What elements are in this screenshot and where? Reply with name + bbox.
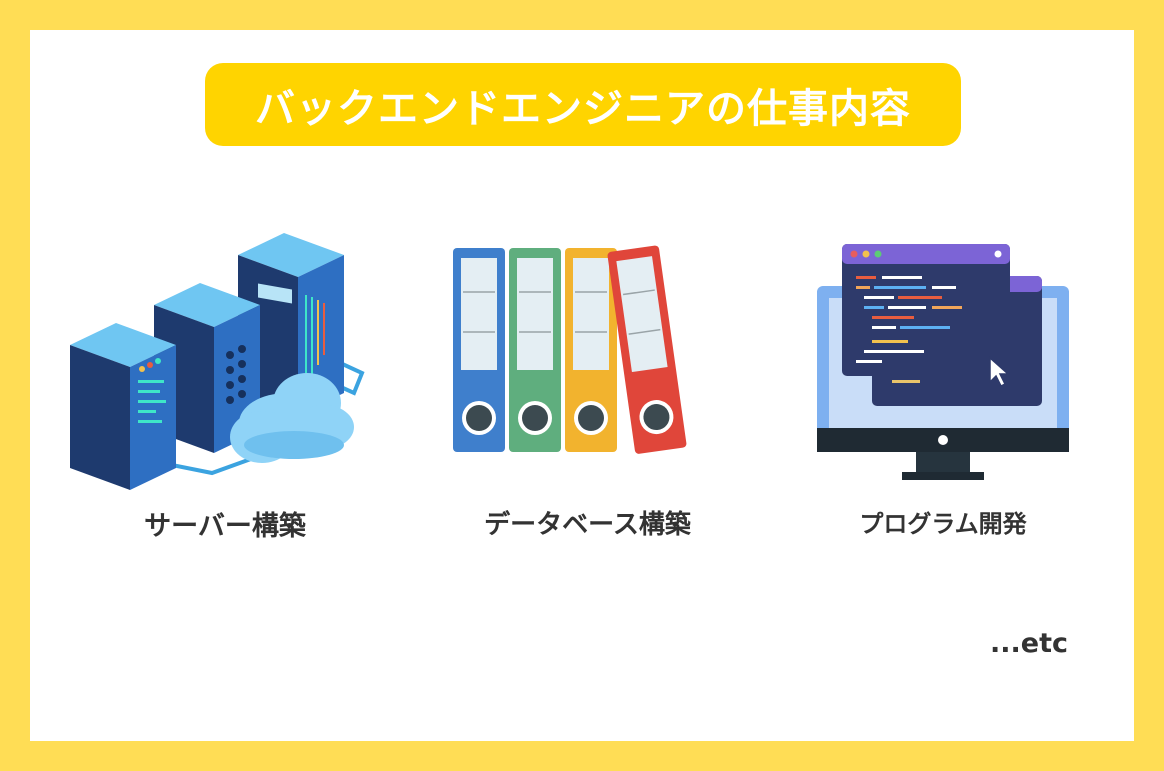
caption-program-development: プログラム開発 [859, 510, 1027, 538]
binder-files-icon [445, 240, 705, 460]
title-banner: バックエンドエンジニアの仕事内容 [205, 63, 961, 146]
etc-footnote: ...etc [990, 628, 1068, 659]
page-title: バックエンドエンジニアの仕事内容 [255, 85, 911, 132]
server-cloud-icon [62, 205, 368, 495]
code-monitor-icon [812, 240, 1074, 490]
caption-server-construction: サーバー構築 [144, 511, 306, 542]
caption-database-construction: データベース構築 [484, 510, 691, 540]
